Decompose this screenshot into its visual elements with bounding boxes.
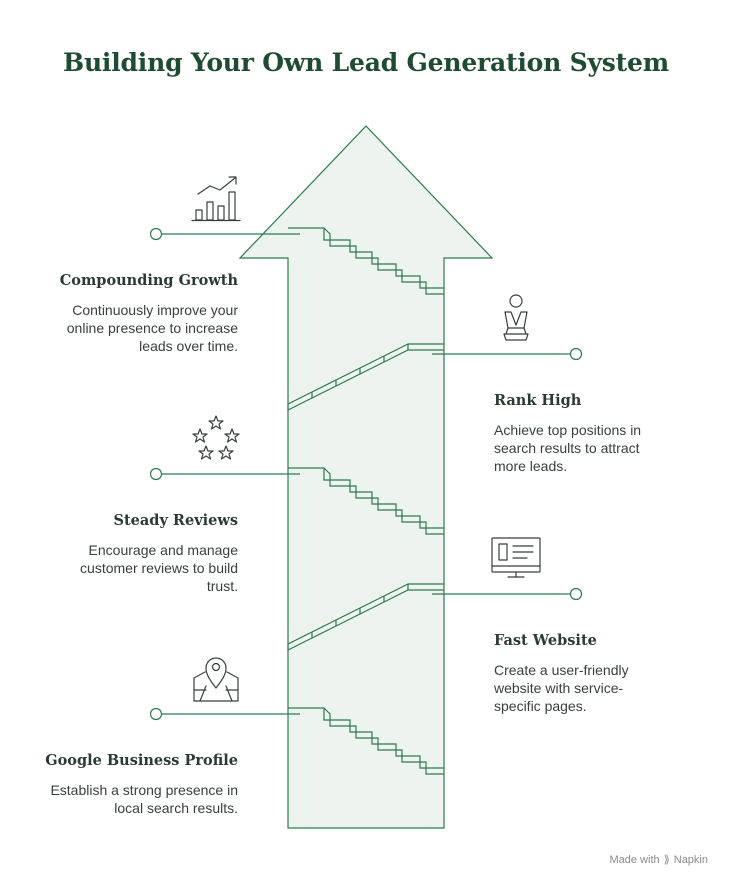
step-label-google-business-profile: Google Business Profile: [45, 752, 238, 769]
step-label-fast-website: Fast Website: [494, 632, 597, 649]
map-pin-icon: [193, 657, 239, 702]
step-label-steady-reviews: Steady Reviews: [113, 512, 238, 529]
monitor-icon: [491, 537, 541, 578]
footer-attribution: Made with ⟫ Napkin: [609, 853, 708, 867]
growth-chart-icon: [191, 176, 241, 222]
page-title: Building Your Own Lead Generation System: [63, 48, 669, 77]
connector-dot: [569, 347, 583, 361]
brand-name: Napkin: [673, 853, 708, 866]
connector-dot: [569, 587, 583, 601]
step-description-google-business-profile: Establish a strong presence in local sea…: [50, 782, 238, 816]
step-description-steady-reviews: Encourage and manage customer reviews to…: [80, 542, 238, 594]
connector-dot: [149, 467, 163, 481]
stairs-1: [288, 227, 444, 295]
connectors: [149, 227, 583, 721]
step-label-compounding-growth: Compounding Growth: [59, 272, 238, 289]
arrow-shape: [238, 125, 494, 829]
napkin-logo-icon: ⟫: [663, 854, 670, 866]
stars-icon: [192, 415, 240, 460]
stairs-4: [287, 583, 444, 651]
made-with-text: Made with: [609, 853, 660, 866]
connector-dot: [149, 227, 163, 241]
stairs-3: [288, 467, 444, 535]
step-label-rank-high: Rank High: [494, 392, 582, 409]
stairs-5: [288, 707, 444, 775]
step-description-compounding-growth: Continuously improve your online presenc…: [66, 302, 238, 354]
connector-dot: [149, 707, 163, 721]
trophy-person-icon: [503, 294, 529, 341]
step-description-fast-website: Create a user-friendly website with serv…: [494, 662, 629, 714]
staircases: [287, 227, 444, 775]
step-description-rank-high: Achieve top positions in search results …: [494, 422, 642, 474]
stairs-2: [287, 343, 444, 411]
